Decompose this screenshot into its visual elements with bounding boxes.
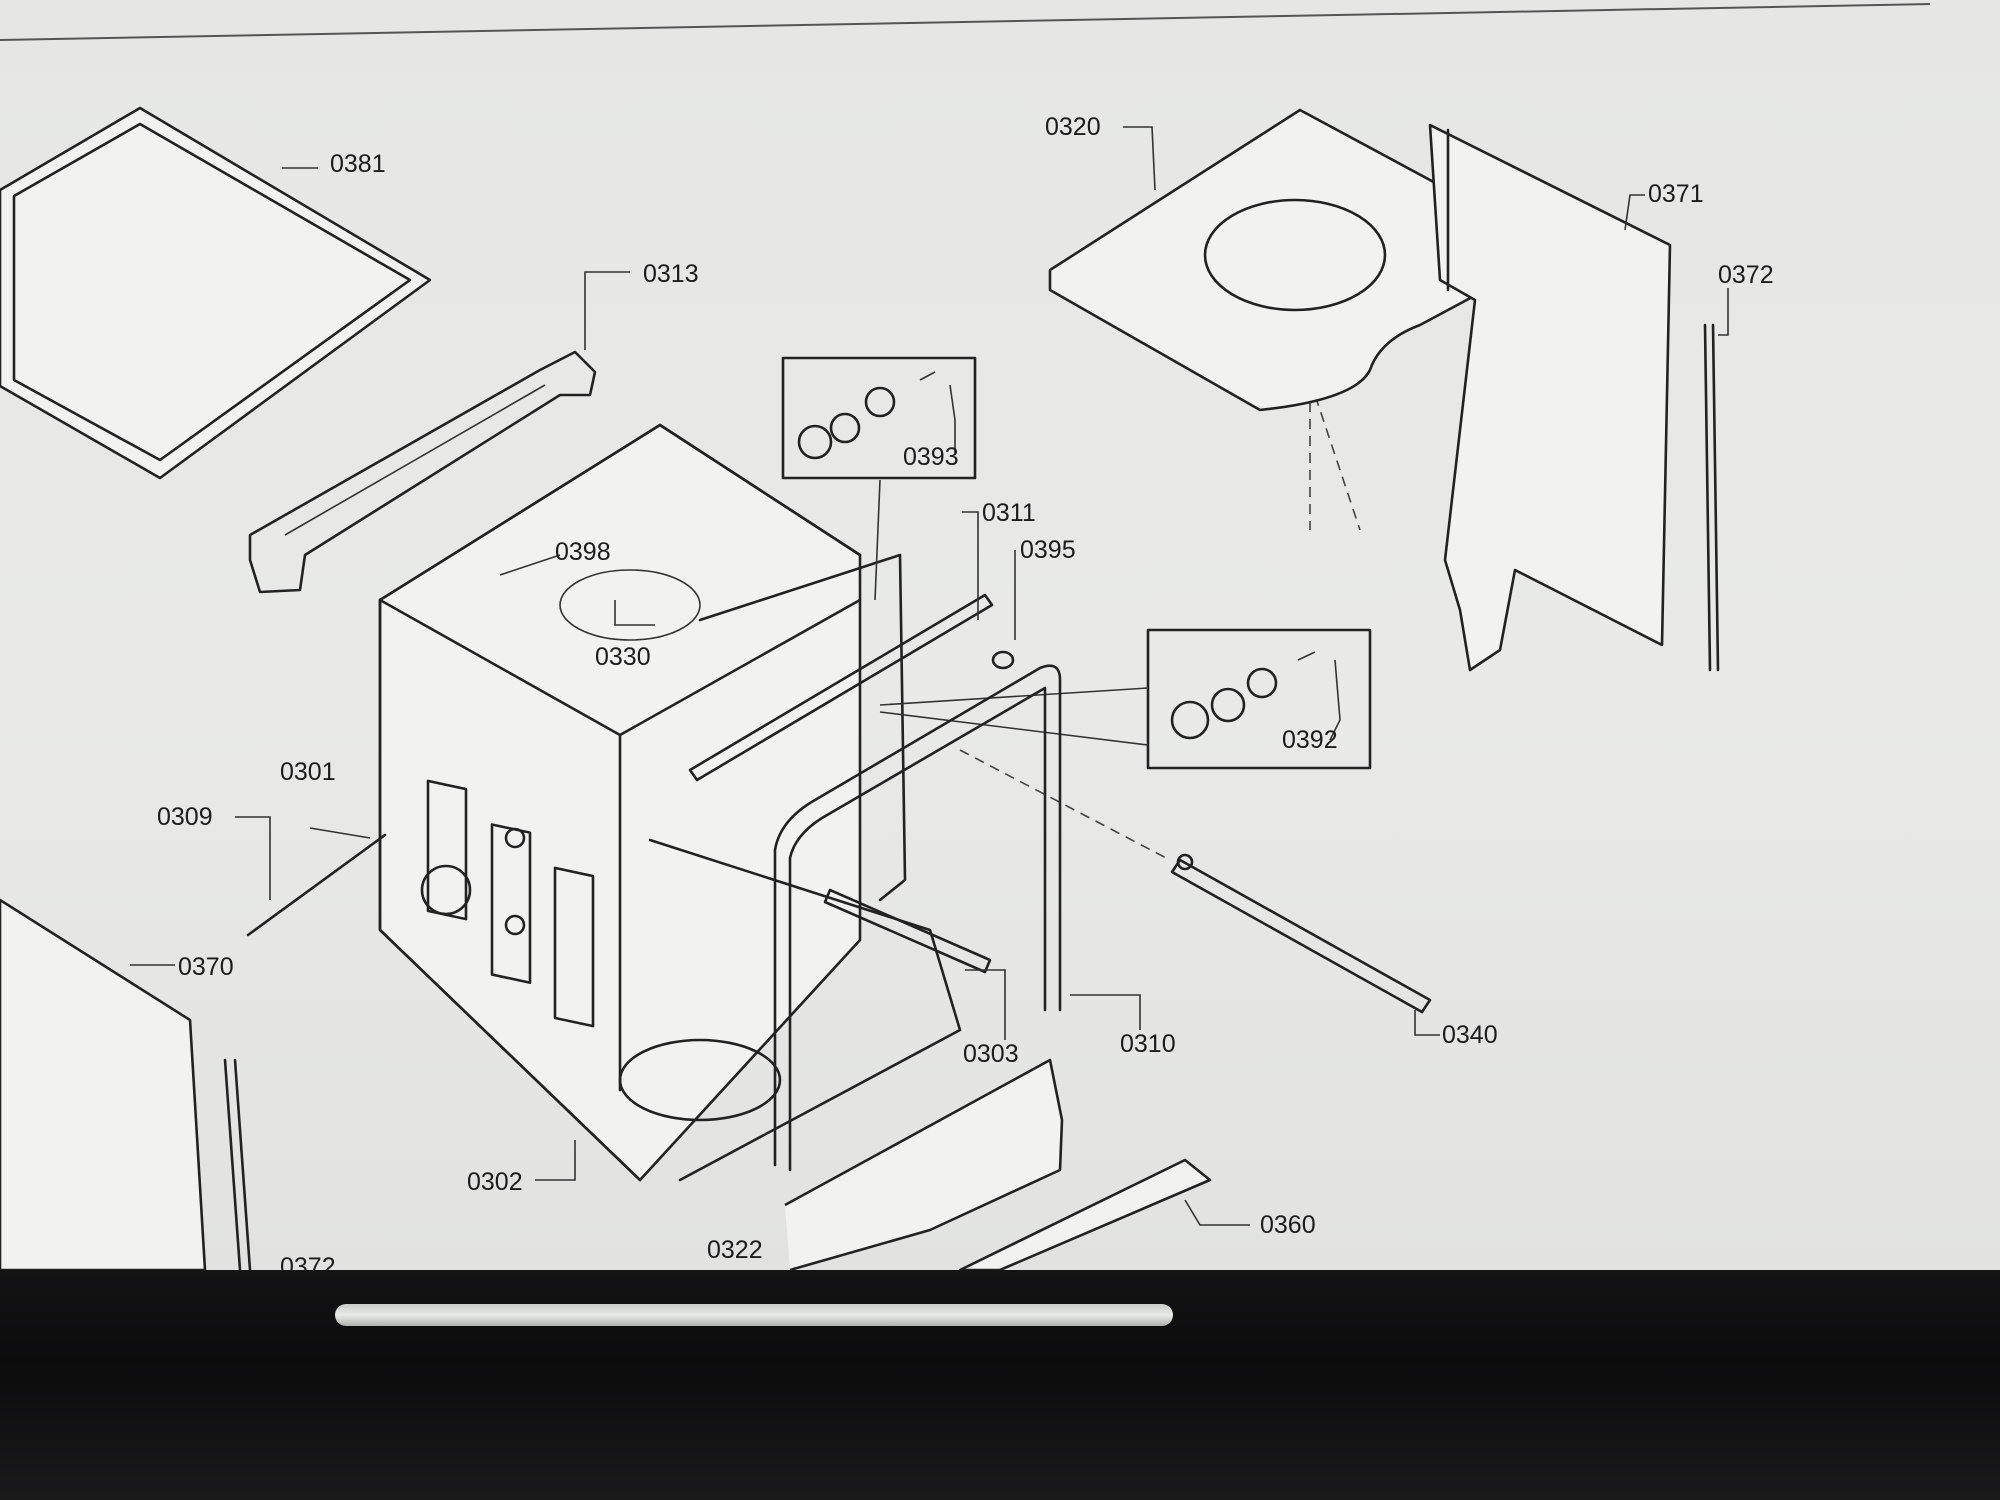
- leader-0330: [614, 600, 655, 626]
- leader-0398: [499, 554, 561, 576]
- part-main-tub: [378, 379, 1361, 1182]
- label-0372-bottom: 0372: [280, 1253, 336, 1270]
- label-0381: 0381: [330, 150, 386, 178]
- part-0395-seal: [991, 550, 1016, 670]
- label-0393: 0393: [903, 443, 959, 471]
- label-0372-top: 0372: [1718, 261, 1774, 289]
- horizontal-scrollbar[interactable]: [335, 1304, 1173, 1326]
- exploded-parts-diagram: 0381 0313 0320 0371 0372 0393 0311 0395 …: [0, 3, 1931, 1270]
- label-0330: 0330: [595, 643, 651, 671]
- screen: 0381 0313 0320 0371 0372 0393 0311 0395 …: [0, 0, 2000, 1270]
- label-0392: 0392: [1282, 726, 1338, 754]
- label-0310: 0310: [1120, 1030, 1176, 1058]
- label-0311: 0311: [982, 499, 1036, 527]
- label-0322: 0322: [707, 1236, 763, 1264]
- label-0313: 0313: [643, 260, 699, 288]
- label-0371: 0371: [1648, 180, 1704, 208]
- label-0398: 0398: [555, 538, 611, 566]
- label-0360: 0360: [1260, 1211, 1316, 1239]
- top-rule: [0, 3, 1931, 41]
- part-0372-strip: [1703, 288, 1729, 672]
- part-0370-side-panel: [0, 898, 252, 1270]
- label-0370: 0370: [178, 953, 234, 981]
- leader-0301: [309, 827, 371, 839]
- label-0395: 0395: [1020, 536, 1076, 564]
- label-0303: 0303: [963, 1040, 1019, 1068]
- part-0320-insulation: [1048, 108, 1562, 412]
- part-0303-strut: [823, 888, 1006, 1040]
- label-0320: 0320: [1045, 113, 1101, 141]
- part-0360-plinth: [958, 1158, 1250, 1270]
- part-0392-detail: [879, 628, 1372, 770]
- part-0309-rod: [235, 816, 387, 937]
- part-0340-rail: [1170, 853, 1440, 1036]
- leader-0302: [535, 1140, 576, 1181]
- part-0393-detail: [781, 356, 977, 601]
- label-0340: 0340: [1442, 1021, 1498, 1049]
- label-0309: 0309: [157, 803, 213, 831]
- part-0322-kick-panel: [784, 1058, 1064, 1270]
- label-0301: 0301: [280, 758, 336, 786]
- label-0302: 0302: [467, 1168, 523, 1196]
- part-0311-rail: [688, 511, 994, 782]
- part-0313-bracket: [248, 271, 630, 594]
- part-0371-side-panel: [1428, 123, 1672, 672]
- part-0381-top-cover: [0, 106, 432, 480]
- part-0310-frame: [773, 664, 1141, 1172]
